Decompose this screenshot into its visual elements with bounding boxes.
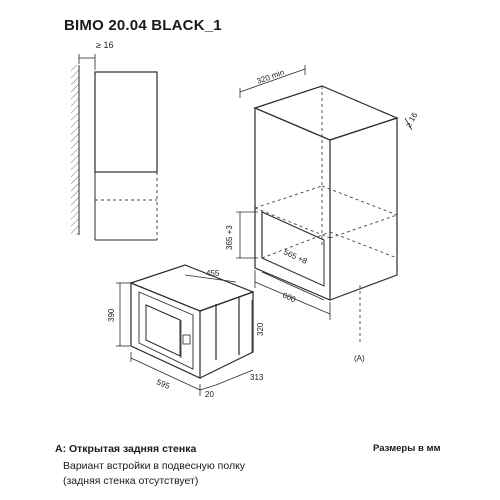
body-depth-label: 313 bbox=[250, 373, 264, 382]
wall-hatching bbox=[71, 65, 79, 235]
oven-iso-view bbox=[129, 264, 255, 379]
side-view: ≥ 16 bbox=[71, 40, 158, 241]
cabinet-hidden-lines bbox=[254, 86, 398, 345]
niche-height-label: 365 +3 bbox=[225, 225, 234, 250]
page-title: BIMO 20.04 BLACK_1 bbox=[64, 17, 222, 34]
side-gap-label: ≥ 16 bbox=[404, 111, 420, 129]
oven-body-height-label: 320 bbox=[256, 322, 265, 336]
min-gap-label: ≥ 16 bbox=[96, 40, 113, 50]
cabinet-iso-view bbox=[253, 85, 399, 301]
oven-dimension-lines bbox=[116, 274, 254, 396]
variant-line-2: (задняя стенка отсутствует) bbox=[63, 475, 199, 487]
cabinet-width-label: 600 bbox=[281, 291, 297, 305]
oven-depth-label: 455 bbox=[206, 269, 220, 278]
cabinet-dimension-lines bbox=[236, 65, 413, 320]
oven-width-label: 595 bbox=[155, 378, 171, 392]
depth-min-label: 320 min bbox=[256, 68, 286, 86]
installation-variant-note: Вариант встройки в подвесную полку (задн… bbox=[63, 459, 323, 489]
note-open-back: A: Открытая задняя стенка bbox=[55, 443, 197, 455]
oven-height-label: 390 bbox=[107, 308, 116, 322]
upper-cabinet-side bbox=[94, 71, 158, 173]
units-note: Размеры в мм bbox=[373, 443, 441, 454]
niche-width-label: 565 +8 bbox=[282, 248, 309, 266]
marker-a: (A) bbox=[354, 354, 365, 363]
variant-line-1: Вариант встройки в подвесную полку bbox=[63, 460, 246, 472]
front-depth-label: 20 bbox=[205, 390, 214, 399]
